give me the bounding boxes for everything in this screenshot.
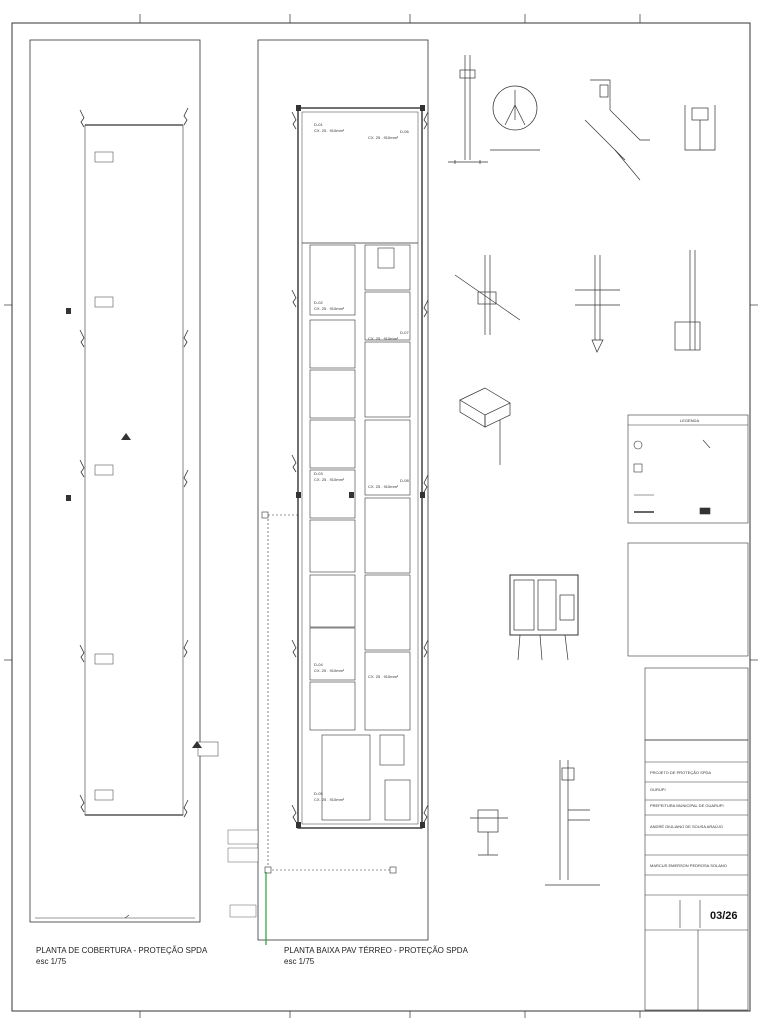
title-block-project: PROJETO DE PROTEÇÃO SPDA: [650, 770, 712, 775]
ground-plan: [257, 39, 429, 941]
ground-rooms: [309, 244, 411, 821]
room-tag: D-08: [400, 478, 409, 483]
room-label: CX. 25 . 910mm²: [314, 128, 345, 133]
title-block-client: PREFEITURA MUNICIPAL DE GUARUPI: [650, 803, 724, 808]
ground-plan-title: PLANTA BAIXA PAV TÉRREO - PROTEÇÃO SPDA …: [284, 945, 468, 967]
title-block-location: GURUPI: [650, 787, 666, 792]
room-tag: D-06: [400, 129, 409, 134]
title-block-responsible: ANDRÉ GIULIANO DE SOUSA ARAÚJO: [650, 824, 723, 829]
detail-ground-pit: [470, 809, 508, 856]
ground-callouts: [227, 829, 259, 918]
ground-air-terminals: [291, 111, 429, 823]
room-tag: D-05: [314, 791, 323, 796]
roof-plan-title: PLANTA DE COBERTURA - PROTEÇÃO SPDA esc …: [36, 945, 207, 967]
detail-rod-connection: [575, 255, 620, 353]
room-label: CX. 25 . 910mm²: [314, 797, 345, 802]
roof-air-terminals: [79, 107, 189, 818]
ground-plan-title-text: PLANTA BAIXA PAV TÉRREO - PROTEÇÃO SPDA: [284, 946, 468, 955]
roof-plan-title-text: PLANTA DE COBERTURA - PROTEÇÃO SPDA: [36, 946, 208, 955]
title-block-author: MARCUS EMERSON PEDROSA SOLANO: [650, 863, 727, 868]
border-ticks: [4, 14, 758, 1018]
title-block: [644, 667, 749, 1011]
detail-air-terminal: [448, 55, 540, 164]
room-label: CX. 25 . 910mm²: [368, 674, 399, 679]
detail-foundation-rebar: [674, 250, 701, 351]
room-label: CX. 25 . 910mm²: [314, 477, 345, 482]
roof-markers: [66, 308, 202, 748]
room-label: CX. 25 . 910mm²: [368, 336, 399, 341]
roof-plan-scale: esc 1/75: [36, 957, 67, 966]
legend-title: LEGENDA: [680, 418, 700, 423]
notes-box: [627, 542, 749, 657]
detail-equipotential-box: [509, 574, 579, 661]
room-label: CX. 25 . 910mm²: [368, 135, 399, 140]
ground-grounding-ring: [261, 511, 397, 874]
room-tag: D-01: [314, 122, 323, 127]
detail-foundation-section: [545, 760, 600, 886]
roof-labels: [94, 151, 219, 801]
sheet-number: 03/26: [710, 910, 738, 922]
room-tag: D-02: [314, 300, 323, 305]
room-tag: D-03: [314, 471, 323, 476]
room-label: CX. 25 . 910mm²: [314, 668, 345, 673]
detail-inspection-box: [684, 105, 716, 151]
room-label: CX. 25 . 910mm²: [314, 306, 345, 311]
roof-plan: [29, 39, 201, 923]
room-tag: D-04: [314, 662, 323, 667]
ground-downconductor-boxes: [296, 105, 425, 828]
sheet-frame: [11, 22, 751, 1012]
detail-cross-fixing: [454, 255, 521, 335]
room-label: CX. 25 . 910mm²: [368, 484, 399, 489]
ground-plan-scale: esc 1/75: [284, 957, 315, 966]
detail-clamp: [459, 387, 511, 465]
room-tag: D-07: [400, 330, 409, 335]
legend-box: [627, 414, 749, 524]
detail-roof-fixing: [584, 79, 650, 181]
